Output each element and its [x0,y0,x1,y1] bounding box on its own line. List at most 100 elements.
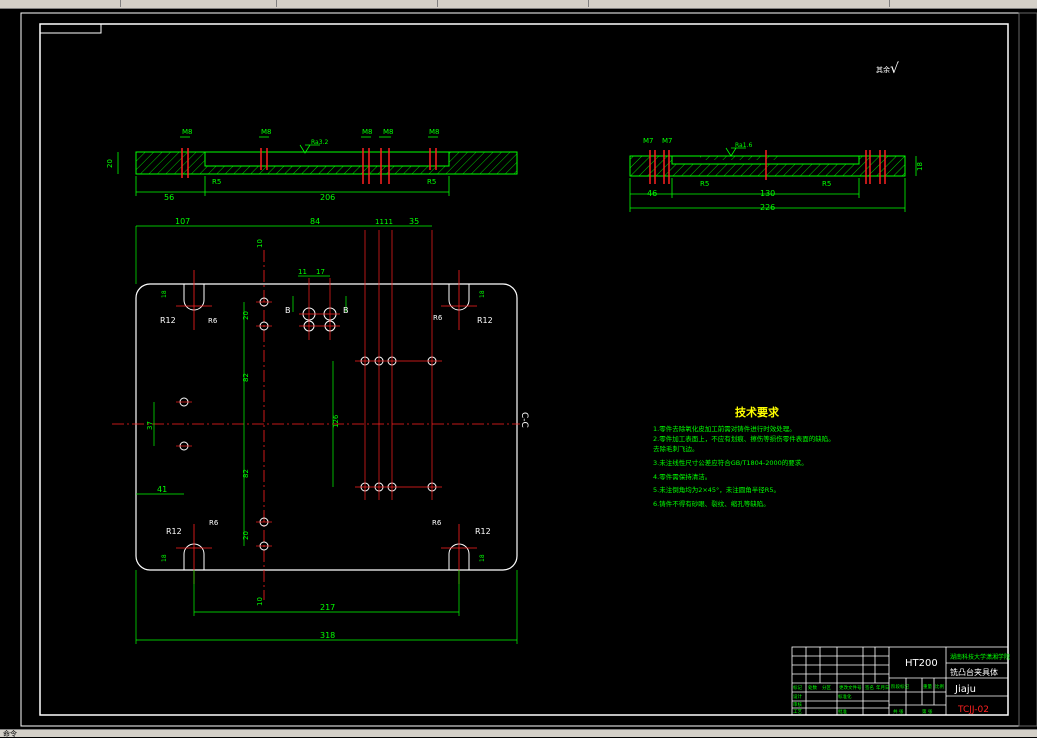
tech-req-title: 技术要求 [735,405,780,419]
dim-11-c: 11 [298,268,307,276]
dim-20-b: 20 [242,531,250,540]
dim-41: 41 [157,485,167,494]
tb-label: 阶段标记 [891,683,909,690]
tech-req-item: 2.零件加工表面上，不应有划痕、擦伤等损伤零件表面的缺陷。 [653,434,835,443]
dim-m8-2: M8 [261,128,272,136]
dim-56: 56 [164,193,174,202]
r12-bl: R12 [166,527,182,536]
dim-82-b: 82 [242,469,250,478]
r6-tr: R6 [433,314,443,322]
dim-11-b: 11 [384,218,393,226]
dim-m7-1: M7 [643,137,654,145]
tb-label: 标记 [793,684,802,691]
dim-226: 226 [760,203,775,212]
tb-label: 更改文件号 [839,684,862,691]
corner-box [40,24,102,34]
tech-req-item: 5.未注倒角均为2×45°，未注圆角半径R5。 [653,485,780,494]
tb-label: 第 张 [922,708,933,715]
toolbar-segment[interactable] [438,0,589,7]
dim-m8-3: M8 [362,128,373,136]
tb-label: 标准化 [838,693,852,700]
tb-label: 重量 [923,683,932,690]
school-name: 湖南科技大学潇湘学院 [950,653,1010,661]
command-line[interactable]: 命令 [0,729,1037,738]
dim-17: 17 [316,268,325,276]
r6-bl: R6 [209,519,219,527]
dim-18-d: 18 [479,554,486,562]
dim-84: 84 [310,217,320,226]
dim-217: 217 [320,603,335,612]
dim-thickness-side: 18 [916,162,924,171]
r5-right-side: R5 [822,180,831,188]
plan-view: 107 84 11 11 35 11 17 10 20 82 82 20 10 … [112,217,529,644]
roughness-top: Ra3.2 [311,139,328,146]
surface-mark-label: 其余 [876,65,890,74]
tb-label: 年月日 [876,684,890,691]
tb-label: 设计 [793,693,802,700]
inner-frame [39,23,1009,716]
outer-frame [20,12,1020,727]
tb-label: 比例 [935,683,944,690]
section-b-right: B [343,306,349,315]
tb-label: 分区 [822,684,831,691]
title-block [791,646,1009,716]
dim-126: 126 [332,414,340,428]
r5-left-top: R5 [212,178,221,186]
dim-10-top: 10 [256,239,264,248]
dim-10-bot: 10 [256,597,264,606]
dim-18-b: 18 [479,290,486,298]
r12-br: R12 [475,527,491,536]
top-section-view: M8 M8 M8 M8 M8 Ra3.2 20 R5 R5 56 206 [106,128,518,202]
dim-18-a: 18 [161,290,168,298]
dim-11-a: 11 [375,218,384,226]
r12-tr: R12 [477,316,493,325]
status-text: 命令 [3,730,17,738]
tb-label: 处数 [808,684,817,691]
title-block-labels: 标记 处数 分区 更改文件号 签名 年月日 设计 标准化 审核 工艺 批准 阶段… [793,683,944,715]
tech-req-item: 去除毛刺飞边。 [653,444,699,453]
toolbar-segment[interactable] [121,0,277,7]
dim-m7-2: M7 [662,137,673,145]
dim-18-c: 18 [161,554,168,562]
dim-m8-4: M8 [383,128,394,136]
toolbar-segment[interactable] [277,0,438,7]
plate-outline [135,283,518,571]
drawing-number: TCJJ-02 [957,705,989,715]
dim-m8-1: M8 [182,128,193,136]
tech-req-item: 3.未注线性尺寸公差应符合GB/T1804-2000的要求。 [653,458,808,467]
roughness-side: Ra1.6 [735,142,752,149]
dim-107: 107 [175,217,190,226]
section-label: C-C [519,412,529,428]
tb-label: 签名 [865,684,874,691]
r6-tl: R6 [208,317,218,325]
dim-35: 35 [409,217,419,226]
dim-318: 318 [320,631,335,640]
dim-82-a: 82 [242,373,250,382]
tb-label: 共 张 [893,708,904,715]
scroll-strip [1018,12,1037,727]
tech-requirements: 技术要求 1.零件去除氧化皮加工前需对铸件进行时效处理。 2.零件加工表面上，不… [653,405,835,508]
r5-left-side: R5 [700,180,709,188]
dim-thickness-top: 20 [106,159,114,168]
r12-tl: R12 [160,316,176,325]
section-b-left: B [285,306,291,315]
dim-37: 37 [146,421,154,430]
dim-20-a: 20 [242,311,250,320]
toolbar-segment[interactable] [589,0,890,7]
side-section-view: M7 M7 Ra1.6 18 R5 R5 46 130 226 [629,137,924,212]
tech-req-item: 6.铸件不得有砂眼、裂纹、缩孔等缺陷。 [653,499,770,508]
tb-label: 批准 [838,708,847,715]
dim-m8-5: M8 [429,128,440,136]
part-pinyin: Jiaju [954,684,976,695]
tech-req-item: 4.零件需保持清洁。 [653,472,711,481]
dim-130: 130 [760,189,775,198]
roughness-symbol: √ [890,61,899,77]
toolbar-segment[interactable] [0,0,121,7]
part-name: 铣凸台夹具体 [950,667,998,677]
dim-46: 46 [647,189,657,198]
title-bar [0,0,1037,9]
dim-206: 206 [320,193,335,202]
material-label: HT200 [905,658,938,669]
tb-label: 审核 [793,701,802,708]
